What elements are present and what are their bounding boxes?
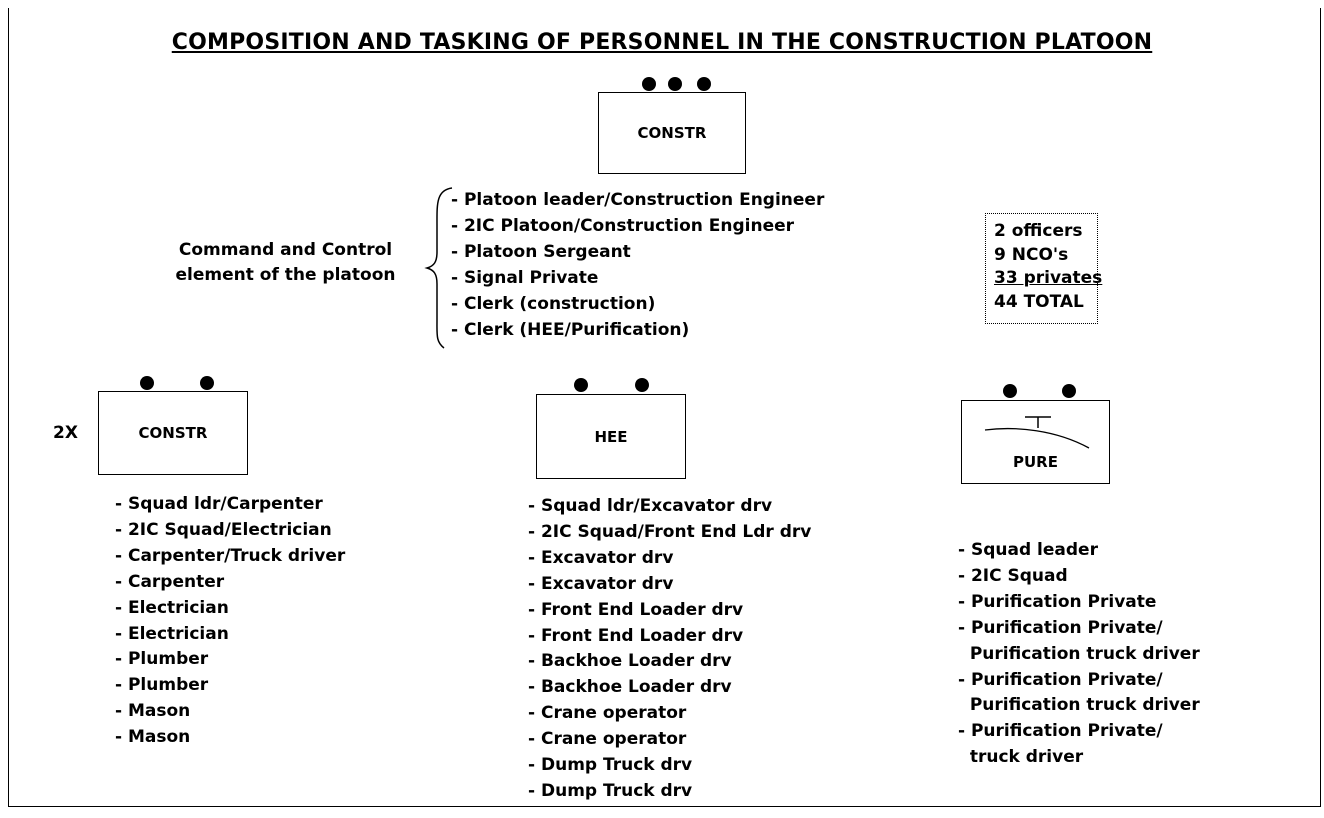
list-item: - 2IC Squad <box>958 565 1068 586</box>
pure-squad-member-list: - Squad leader - 2IC Squad - Purificatio… <box>958 538 1200 771</box>
constr-squad-box: CONSTR <box>98 391 248 475</box>
list-item: - Front End Loader drv <box>528 625 744 646</box>
personnel-summary-box: 2 officers 9 NCO's 33 privates 44 TOTAL <box>985 213 1103 324</box>
list-item: - Signal Private <box>451 267 599 288</box>
list-item: - Carpenter/Truck driver <box>115 545 346 566</box>
command-control-label: Command and Control element of the plato… <box>175 240 396 285</box>
list-item: - Mason <box>115 727 191 748</box>
list-item: - 2IC Platoon/Construction Engineer <box>451 215 795 236</box>
echelon-dot <box>635 378 649 392</box>
hee-squad-box: HEE <box>536 394 686 479</box>
purification-symbol-icon <box>984 415 1089 449</box>
list-item: - Excavator drv <box>528 547 674 568</box>
list-item: - Purification Private/ <box>958 721 1163 742</box>
hee-squad-member-list: - Squad ldr/Excavator drv - 2IC Squad/Fr… <box>528 494 811 805</box>
diagram-title: COMPOSITION AND TASKING OF PERSONNEL IN … <box>171 30 1153 55</box>
list-item: - Electrician <box>115 597 229 618</box>
list-item: - Platoon Sergeant <box>451 241 631 262</box>
list-item: Purification truck driver <box>958 643 1200 664</box>
squad-multiplier: 2X <box>53 423 78 443</box>
echelon-dot <box>697 77 711 91</box>
list-item: - Excavator drv <box>528 573 674 594</box>
summary-total: 44 TOTAL <box>994 291 1084 312</box>
echelon-dot <box>1062 384 1076 398</box>
summary-ncos: 9 NCO's <box>994 244 1069 265</box>
list-item: - Crane operator <box>528 703 687 724</box>
pure-squad-label: PURE <box>1013 453 1058 471</box>
list-item: - Dump Truck drv <box>528 780 693 801</box>
echelon-dot <box>642 77 656 91</box>
list-item: - Electrician <box>115 623 229 644</box>
summary-privates: 33 privates <box>994 268 1103 288</box>
list-item: - Squad ldr/Carpenter <box>115 494 323 514</box>
list-item: Purification truck driver <box>958 695 1200 716</box>
left-brace <box>424 187 453 349</box>
echelon-dot <box>200 376 214 390</box>
list-item: - Backhoe Loader drv <box>528 651 732 672</box>
constr-squad-member-list: - Squad ldr/Carpenter - 2IC Squad/Electr… <box>115 492 345 751</box>
echelon-dot <box>1003 384 1017 398</box>
echelon-dot <box>140 376 154 390</box>
echelon-dot <box>574 378 588 392</box>
list-item: - 2IC Squad/Front End Ldr drv <box>528 521 812 542</box>
list-item: - Purification Private/ <box>958 669 1163 690</box>
list-item: - Clerk (construction) <box>451 293 656 314</box>
list-item: - Backhoe Loader drv <box>528 677 732 698</box>
list-item: - Plumber <box>115 675 209 696</box>
list-item: - Purification Private/ <box>958 617 1163 638</box>
list-item: - Squad ldr/Excavator drv <box>528 496 773 516</box>
hee-squad-label: HEE <box>594 427 628 446</box>
list-item: - Purification Private <box>958 591 1157 612</box>
list-item: - Plumber <box>115 649 209 670</box>
list-item: - Crane operator <box>528 729 687 750</box>
hq-unit-label: CONSTR <box>637 124 707 142</box>
list-item: - Platoon leader/Construction Engineer <box>451 190 825 210</box>
echelon-dot <box>668 77 682 91</box>
diagram-frame <box>8 8 1321 807</box>
list-item: truck driver <box>958 747 1084 768</box>
list-item: - Clerk (HEE/Purification) <box>451 319 690 340</box>
list-item: - 2IC Squad/Electrician <box>115 519 332 540</box>
list-item: - Dump Truck drv <box>528 755 693 776</box>
constr-squad-label: CONSTR <box>138 424 208 442</box>
hq-member-list: - Platoon leader/Construction Engineer -… <box>451 188 824 343</box>
list-item: - Front End Loader drv <box>528 599 744 620</box>
list-item: - Mason <box>115 701 191 722</box>
list-item: - Squad leader <box>958 540 1098 560</box>
summary-officers: 2 officers <box>994 221 1083 241</box>
pure-squad-box: PURE <box>961 400 1110 484</box>
list-item: - Carpenter <box>115 571 225 592</box>
hq-unit-box: CONSTR <box>598 92 746 174</box>
